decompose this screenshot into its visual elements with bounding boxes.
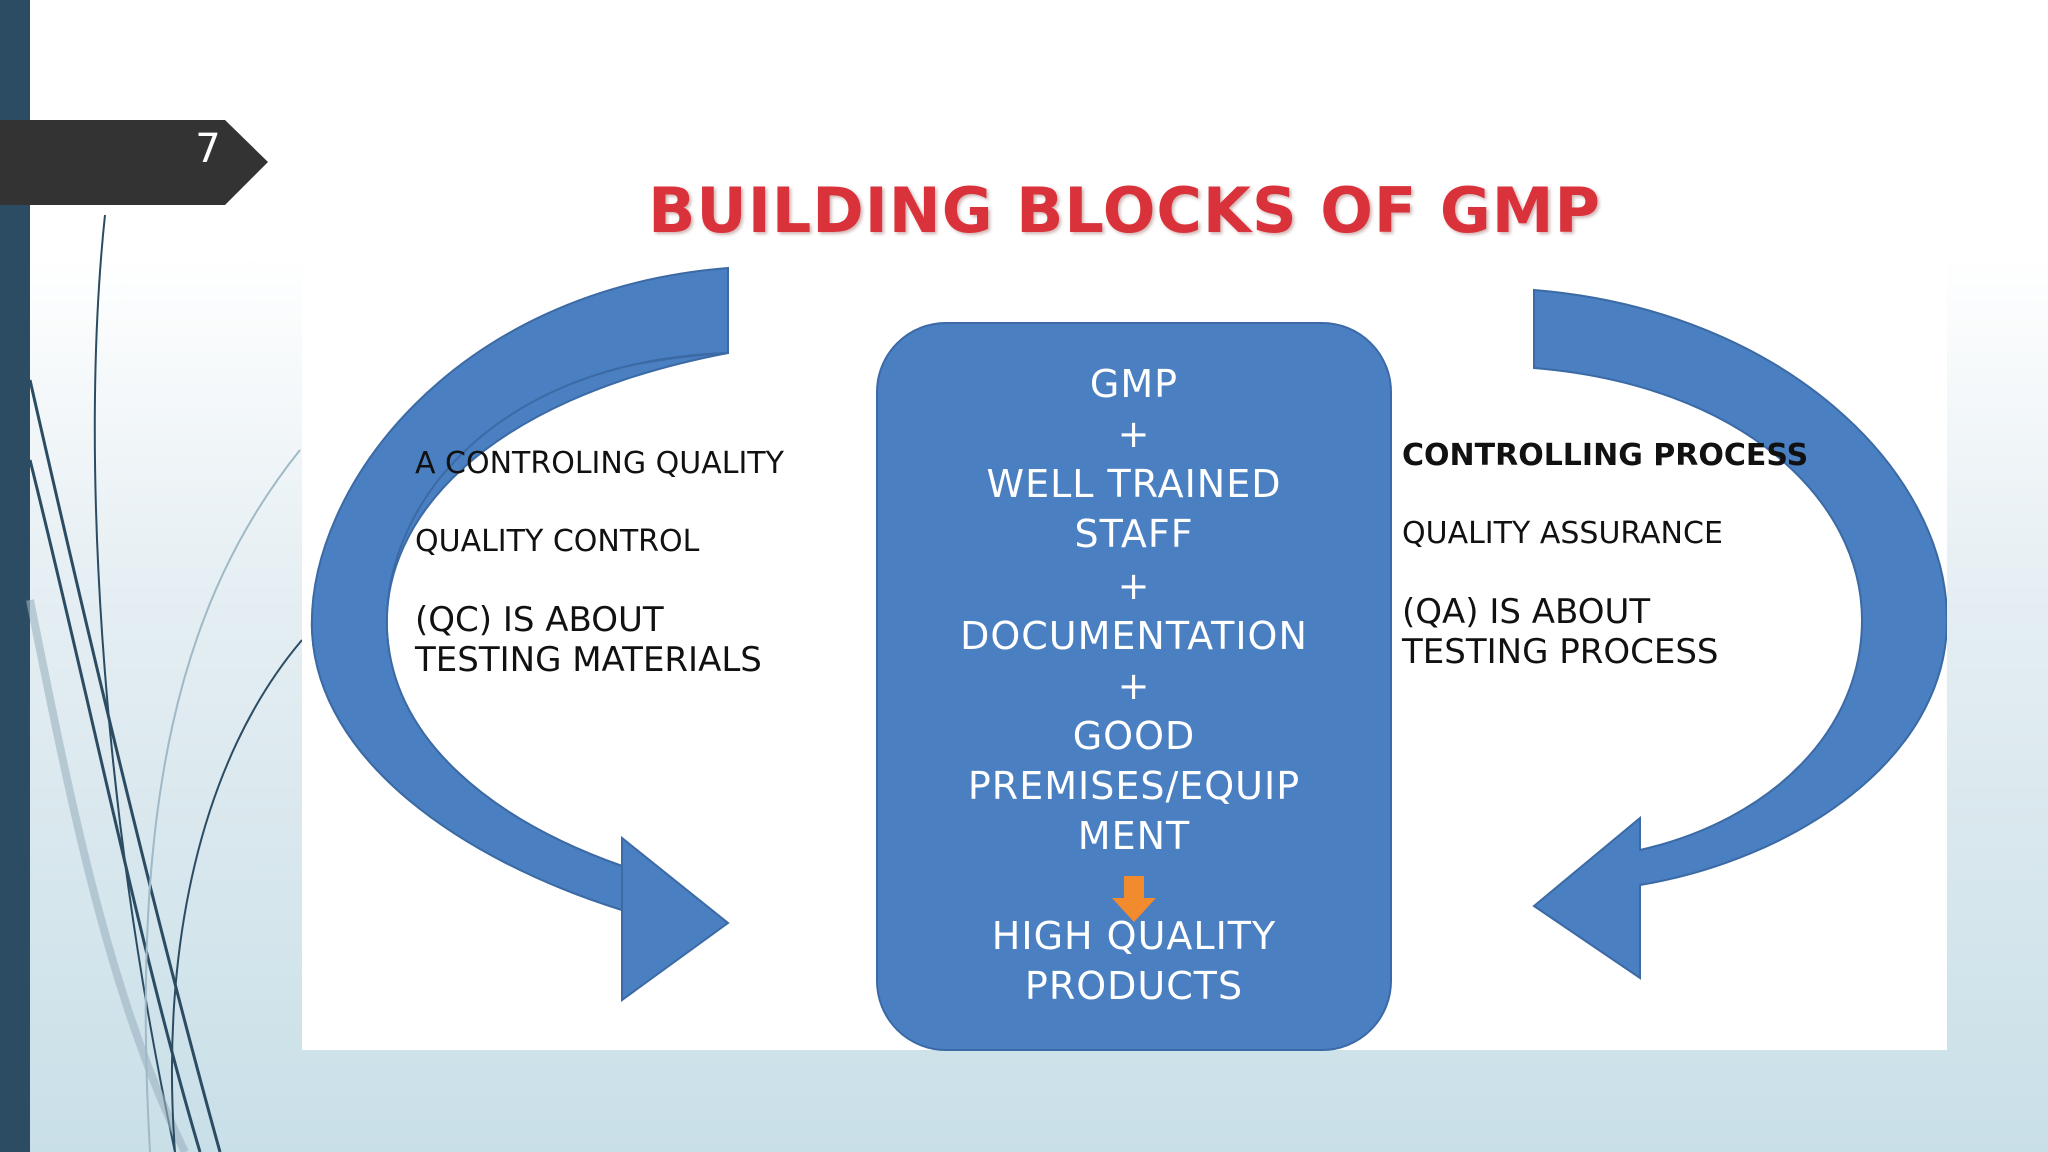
center-line-gmp: GMP <box>1089 362 1179 406</box>
right-line-3: (QA) IS ABOUT <box>1402 592 1651 632</box>
gmp-diagram: BUILDING BLOCKS OF GMP A CONTROLING QUAL… <box>302 160 1947 1051</box>
right-block-text: CONTROLLING PROCESS QUALITY ASSURANCE (Q… <box>1402 436 1808 672</box>
gmp-center-box: GMP + WELL TRAINED STAFF + DOCUMENTATION… <box>876 322 1392 1051</box>
left-line-1: A CONTROLING QUALITY <box>415 446 784 481</box>
right-line-1: CONTROLLING PROCESS <box>1402 438 1809 473</box>
right-curved-arrow-icon <box>1532 288 1947 980</box>
right-line-4: TESTING PROCESS <box>1402 632 1719 672</box>
left-block-text: A CONTROLING QUALITY QUALITY CONTROL (QC… <box>415 444 784 680</box>
center-line-plus-2: + <box>1117 564 1151 608</box>
center-line-ment: MENT <box>1077 814 1191 858</box>
center-line-plus-3: + <box>1117 664 1151 708</box>
center-line-premises: PREMISES/EQUIP <box>967 764 1301 808</box>
center-line-well-trained: WELL TRAINED <box>986 462 1282 506</box>
right-line-2: QUALITY ASSURANCE <box>1402 516 1723 551</box>
down-arrow-icon <box>1112 876 1156 922</box>
left-line-3: (QC) IS ABOUT <box>415 600 664 640</box>
diagram-title: BUILDING BLOCKS OF GMP <box>648 174 1601 247</box>
slide-number: 7 <box>195 126 221 172</box>
center-line-good: GOOD <box>1072 714 1196 758</box>
left-line-4: TESTING MATERIALS <box>415 640 762 680</box>
center-line-products: PRODUCTS <box>1024 964 1244 1008</box>
decorative-curves <box>26 214 303 1152</box>
center-line-staff: STAFF <box>1074 512 1194 556</box>
center-line-plus-1: + <box>1117 412 1151 456</box>
center-line-high-quality: HIGH QUALITY <box>991 914 1277 958</box>
slide-number-tab <box>0 120 268 205</box>
center-line-documentation: DOCUMENTATION <box>960 614 1308 658</box>
left-line-2: QUALITY CONTROL <box>415 524 700 559</box>
